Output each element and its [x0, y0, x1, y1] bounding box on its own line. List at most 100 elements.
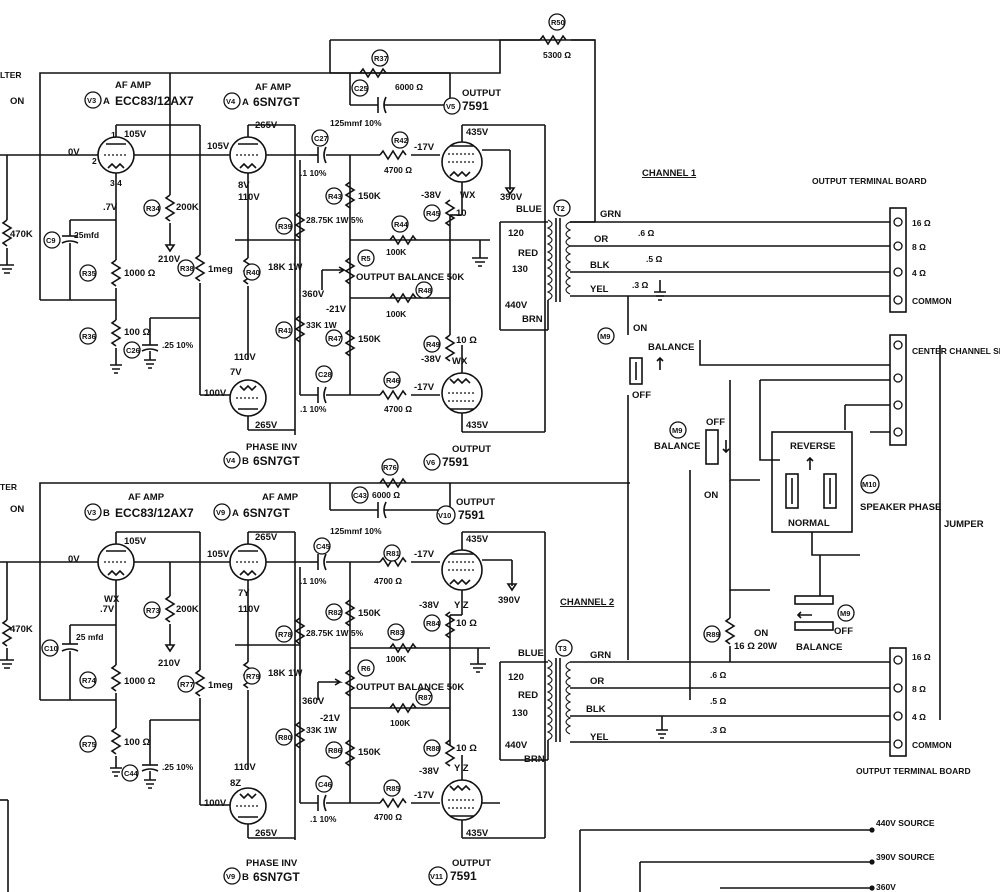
svg-text:R36: R36 [82, 332, 96, 341]
v4b-265v: 265V [255, 420, 278, 431]
svg-text:R80: R80 [278, 733, 292, 742]
v_21-ch2: -21V [320, 713, 341, 724]
v210-ch1: 210V [158, 254, 181, 265]
svg-text:1: 1 [111, 130, 116, 140]
c43-cap-value: 125mmf 10% [330, 526, 382, 536]
v5-tube [441, 141, 483, 183]
r84-value: 10 Ω [456, 618, 477, 629]
r5-potentiometer [344, 257, 356, 285]
v5-38v: -38V [421, 190, 442, 201]
r43-value: 150K [358, 191, 381, 202]
v10-38v: -38V [419, 600, 440, 611]
channel-2-label: CHANNEL 2 [560, 597, 614, 608]
r77-value: 1meg [208, 680, 233, 691]
svg-text:V9: V9 [226, 872, 235, 881]
v3b-tube [97, 543, 135, 581]
svg-text:B: B [103, 508, 110, 519]
ch1-r-5: .5 Ω [646, 254, 662, 264]
r35-resistor [110, 259, 122, 287]
t3-440v: 440V [505, 740, 528, 751]
on-label-bottom: ON [754, 628, 768, 639]
svg-text:OUTPUT: OUTPUT [452, 858, 491, 869]
v5-390v: 390V [500, 192, 523, 203]
svg-text:A: A [232, 508, 239, 519]
ch2-or: OR [590, 676, 604, 687]
v5-wx: WX [460, 190, 476, 201]
svg-text:V5: V5 [446, 102, 455, 111]
svg-text:ECC83/12AX7: ECC83/12AX7 [115, 94, 194, 108]
v11-38v: -38V [419, 766, 440, 777]
term2-8: 8 Ω [912, 684, 926, 694]
svg-text:6SN7GT: 6SN7GT [253, 870, 300, 884]
svg-text:V9: V9 [216, 508, 225, 517]
ch1-blk: BLK [590, 260, 610, 271]
r46-value: 4700 Ω [384, 404, 412, 414]
svg-text:125mmf 10%: 125mmf 10% [330, 118, 382, 128]
svg-text:6SN7GT: 6SN7GT [253, 95, 300, 109]
v10-grid-17v: -17V [414, 549, 435, 560]
r41-value: 33K 1W [306, 320, 338, 330]
c44-value: .25 10% [162, 762, 194, 772]
v3b-105v: 105V [124, 536, 147, 547]
svg-text:ECC83/12AX7: ECC83/12AX7 [115, 506, 194, 520]
v9a-110v: 110V [238, 604, 260, 615]
supply-390v: 390V SOURCE [876, 852, 935, 862]
r49-value: 10 Ω [456, 335, 477, 346]
svg-text:R77: R77 [180, 680, 194, 689]
c10-value: 25 mfd [76, 632, 103, 642]
v3a-0v: 0V [68, 147, 80, 158]
r49-resistor [444, 334, 456, 362]
term2-common: COMMON [912, 740, 952, 750]
r88-resistor [444, 739, 456, 767]
r81-value: 4700 Ω [374, 576, 402, 586]
svg-text:PHASE INV: PHASE INV [246, 442, 298, 453]
normal-label: NORMAL [788, 518, 830, 529]
ch1-yel: YEL [590, 284, 609, 295]
v9a-265v: 265V [255, 532, 278, 543]
r84-resistor [444, 611, 456, 639]
svg-text:OUTPUT: OUTPUT [462, 88, 501, 99]
v360-ch1: 360V [302, 289, 325, 300]
reverse-label: REVERSE [790, 441, 835, 452]
svg-text:R47: R47 [328, 334, 342, 343]
r85-resistor [379, 797, 407, 809]
c27-value: .1 10% [300, 168, 327, 178]
ch1-r-3: .3 Ω [632, 280, 648, 290]
svg-text:R87: R87 [418, 693, 432, 702]
v5-grid-17v: -17V [414, 142, 435, 153]
t2-ref: T2 [556, 204, 565, 213]
t3-blue: BLUE [518, 648, 544, 659]
m9-on-top: ON [633, 323, 647, 334]
svg-text:V4: V4 [226, 456, 236, 465]
v5-435v: 435V [466, 127, 489, 138]
v4b-tube [229, 379, 267, 417]
c45-value: .1 10% [300, 576, 327, 586]
v4b-110v: 110V [234, 352, 256, 363]
v11-grid-17v: -17V [414, 790, 435, 801]
v10-tube [441, 549, 483, 591]
svg-text:R45: R45 [426, 209, 440, 218]
filter-on-top: ON [10, 96, 24, 107]
v3b-0v: 0V [68, 554, 80, 565]
svg-text:AF AMP: AF AMP [255, 82, 292, 93]
svg-text:R48: R48 [418, 286, 432, 295]
v6-wx: WX [452, 356, 468, 367]
c9-value: 25mfd [74, 230, 99, 240]
r86-resistor [344, 739, 356, 767]
svg-text:A: A [103, 96, 110, 107]
r80-resistor [294, 721, 306, 749]
svg-text:C46: C46 [318, 780, 332, 789]
svg-text:R40: R40 [246, 268, 260, 277]
svg-text:R44: R44 [394, 220, 409, 229]
v9a-label: AF AMP V9 A 6SN7GT [213, 492, 299, 521]
r75-resistor [110, 727, 122, 755]
svg-text:PHASE INV: PHASE INV [246, 858, 298, 869]
balance-label-mid: BALANCE [654, 441, 700, 452]
svg-text:B: B [242, 872, 249, 883]
r37-label: R37 6000 Ω [371, 49, 423, 92]
svg-text:R49: R49 [426, 340, 440, 349]
svg-text:7591: 7591 [442, 455, 469, 469]
svg-text:AF AMP: AF AMP [128, 492, 165, 503]
svg-text:R74: R74 [82, 676, 97, 685]
